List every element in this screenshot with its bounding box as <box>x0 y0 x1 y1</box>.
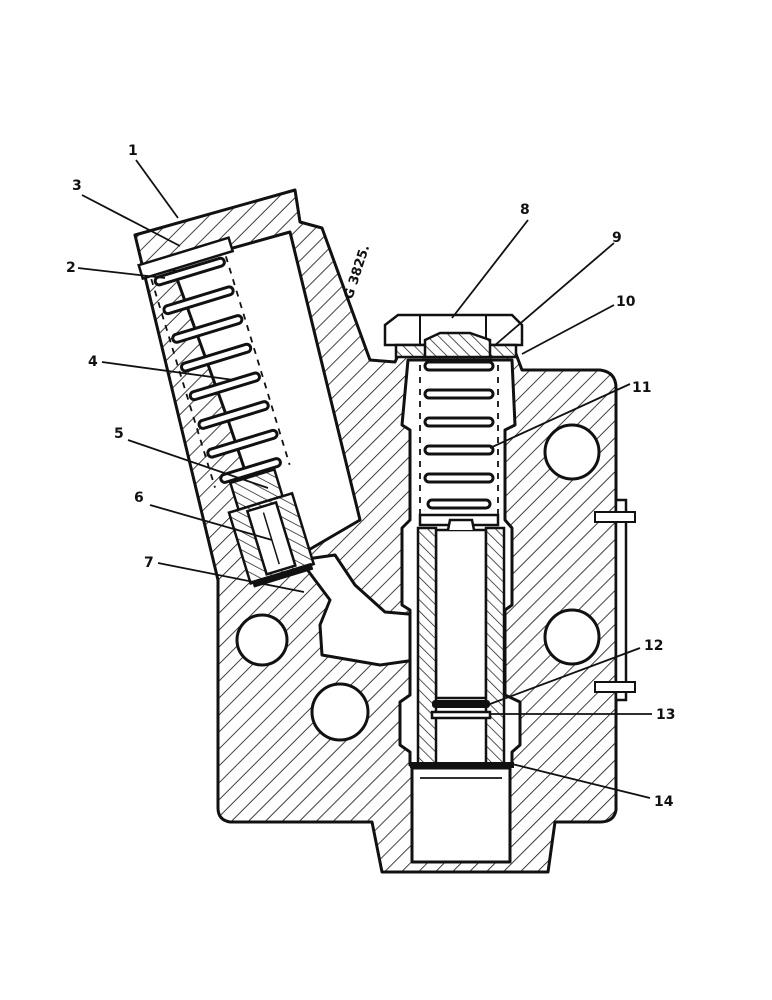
callout-10: 10 <box>616 294 636 310</box>
fixing-hole-left <box>235 613 289 667</box>
callout-4: 4 <box>88 354 98 370</box>
o-ring-13 <box>430 710 492 720</box>
callout-13: 13 <box>656 707 675 723</box>
callout-11: 11 <box>632 380 651 396</box>
bottom-port <box>410 766 512 864</box>
valve-seat-ring <box>251 562 314 588</box>
fixing-hole-lower-left <box>310 682 370 742</box>
leader-lines <box>77 159 652 799</box>
adjusting-screw <box>423 331 492 359</box>
callout-14: 14 <box>654 794 674 810</box>
side-plate <box>614 498 628 702</box>
fixing-hole-right <box>543 608 601 666</box>
side-plate-screw-lower <box>594 681 636 693</box>
callout-3: 3 <box>72 178 82 194</box>
callout-2: 2 <box>66 260 76 276</box>
sleeve-right <box>484 526 506 770</box>
plunger <box>434 528 488 700</box>
callout-6: 6 <box>134 490 144 506</box>
fixing-hole-upper-right <box>543 423 601 481</box>
port-seal-14 <box>410 762 514 768</box>
angled-spring <box>150 256 291 488</box>
callout-12: 12 <box>644 638 663 654</box>
callout-9: 9 <box>612 230 622 246</box>
callout-1: 1 <box>128 143 138 159</box>
spring-cap <box>137 236 235 281</box>
drawing-code: G 3825. <box>342 243 374 301</box>
vertical-spring <box>419 360 499 518</box>
o-ring-12 <box>432 700 490 708</box>
side-plate-screw-upper <box>594 511 636 523</box>
callout-8: 8 <box>520 202 530 218</box>
sleeve-left <box>416 526 438 770</box>
callout-7: 7 <box>144 555 154 571</box>
callout-5: 5 <box>114 426 124 442</box>
